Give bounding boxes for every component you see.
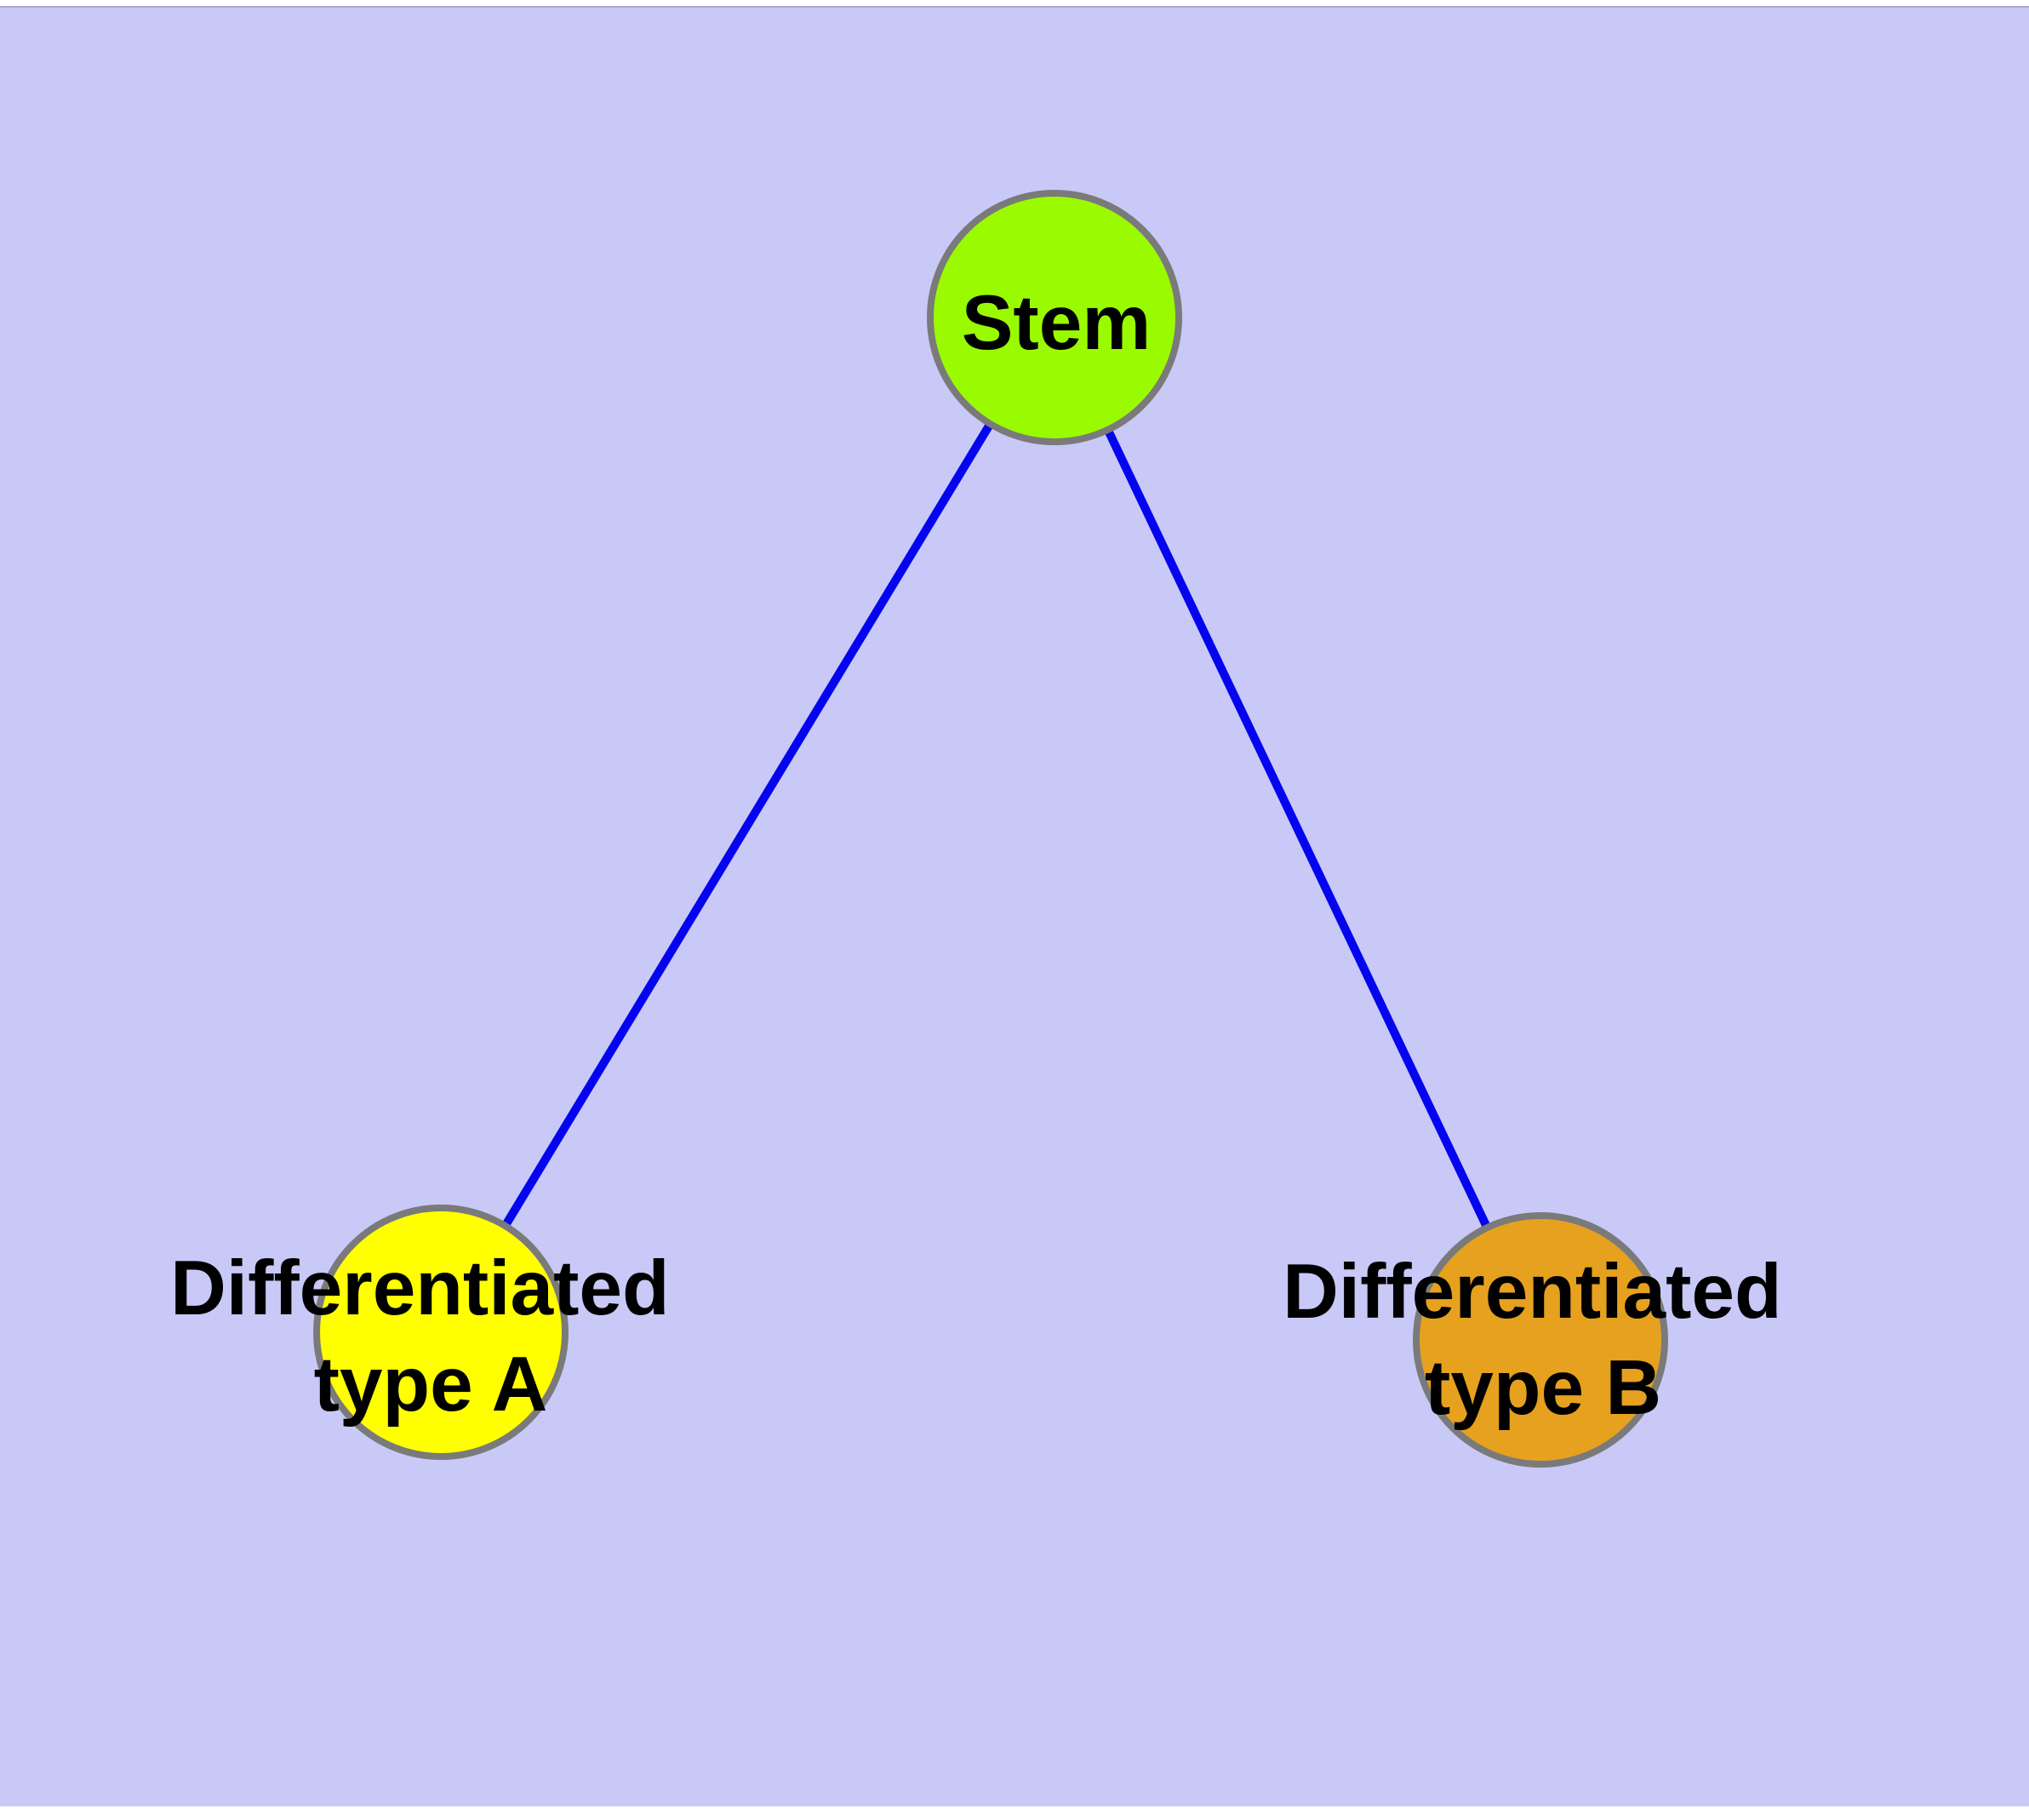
- nodes: [313, 190, 1668, 1468]
- node-label-line: type A: [314, 1342, 548, 1428]
- node-label-line: Differentiated: [170, 1245, 670, 1331]
- edges: [437, 315, 1545, 1342]
- node-label-differentiated-type-b: Differentiated type B: [1283, 1249, 1803, 1431]
- edge-stem-to-type-a: [437, 315, 1059, 1335]
- node-label-line: Differentiated: [1283, 1249, 1782, 1335]
- node-label-stem: Stem: [962, 280, 1152, 366]
- node-circle-stem: [927, 190, 1182, 445]
- node-label-line: type B: [1425, 1345, 1661, 1431]
- node-label-differentiated-type-a: Differentiated type A: [170, 1245, 691, 1428]
- edge-stem-to-type-b: [1050, 315, 1545, 1342]
- node-circle-differentiated-type-a: [313, 1205, 569, 1460]
- node-labels: Stem Differentiated type A Differentiate…: [170, 280, 1803, 1431]
- node-circle-differentiated-type-b: [1413, 1212, 1668, 1468]
